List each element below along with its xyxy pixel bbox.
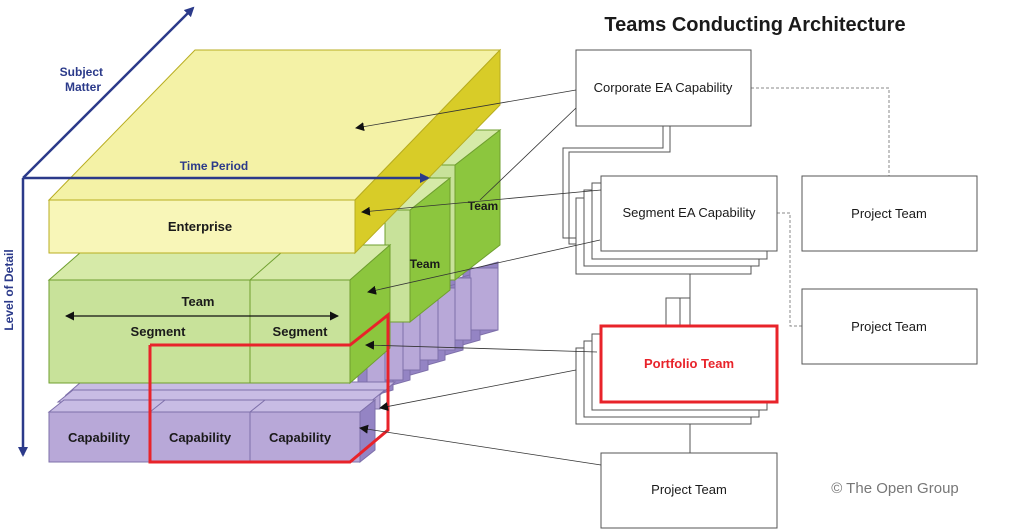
segment-label-right: Segment [273,324,329,339]
capability-layer [47,398,377,464]
segment-ea-box [600,175,778,252]
capability-label-1: Capability [68,430,131,445]
team-label-top: Team [468,199,498,213]
project-team-box-top [801,175,978,252]
mapping-arrows [355,89,602,466]
project-team-label-top: Project Team [851,206,927,221]
project-team-label-mid: Project Team [851,319,927,334]
axes [18,6,430,457]
subject-matter-label: Subject Matter [60,65,107,94]
subject-matter-axis [22,6,195,179]
diagram-title: Teams Conducting Architecture [604,14,905,36]
segment-label-left: Segment [131,324,187,339]
project-team-label-bottom: Project Team [651,482,727,497]
corporate-ea-box [575,49,752,127]
segment-layer [47,243,392,385]
level-of-detail-label: Level of Detail [2,249,16,330]
subject-matter-label-line1: Subject [60,65,103,79]
portfolio-team-label: Portfolio Team [644,356,734,371]
portfolio-highlight-outline [148,311,390,464]
portfolio-team-box [599,324,779,404]
org-dotted-connectors [751,87,890,327]
corporate-ea-label: Corporate EA Capability [594,80,733,95]
capability-label-3: Capability [269,430,332,445]
team-label-front: Team [182,294,215,309]
copyright-text: © The Open Group [831,480,959,497]
enterprise-layer [47,48,502,255]
enterprise-label: Enterprise [168,219,232,234]
segment-ea-label: Segment EA Capability [623,205,756,220]
segment-back-stack [383,128,502,324]
project-team-box-mid [801,288,978,365]
time-period-label: Time Period [180,159,248,173]
capability-label-2: Capability [169,430,232,445]
subject-matter-label-line2: Matter [65,80,101,94]
project-team-box-bottom [600,452,778,529]
team-label-mid: Team [410,257,440,271]
